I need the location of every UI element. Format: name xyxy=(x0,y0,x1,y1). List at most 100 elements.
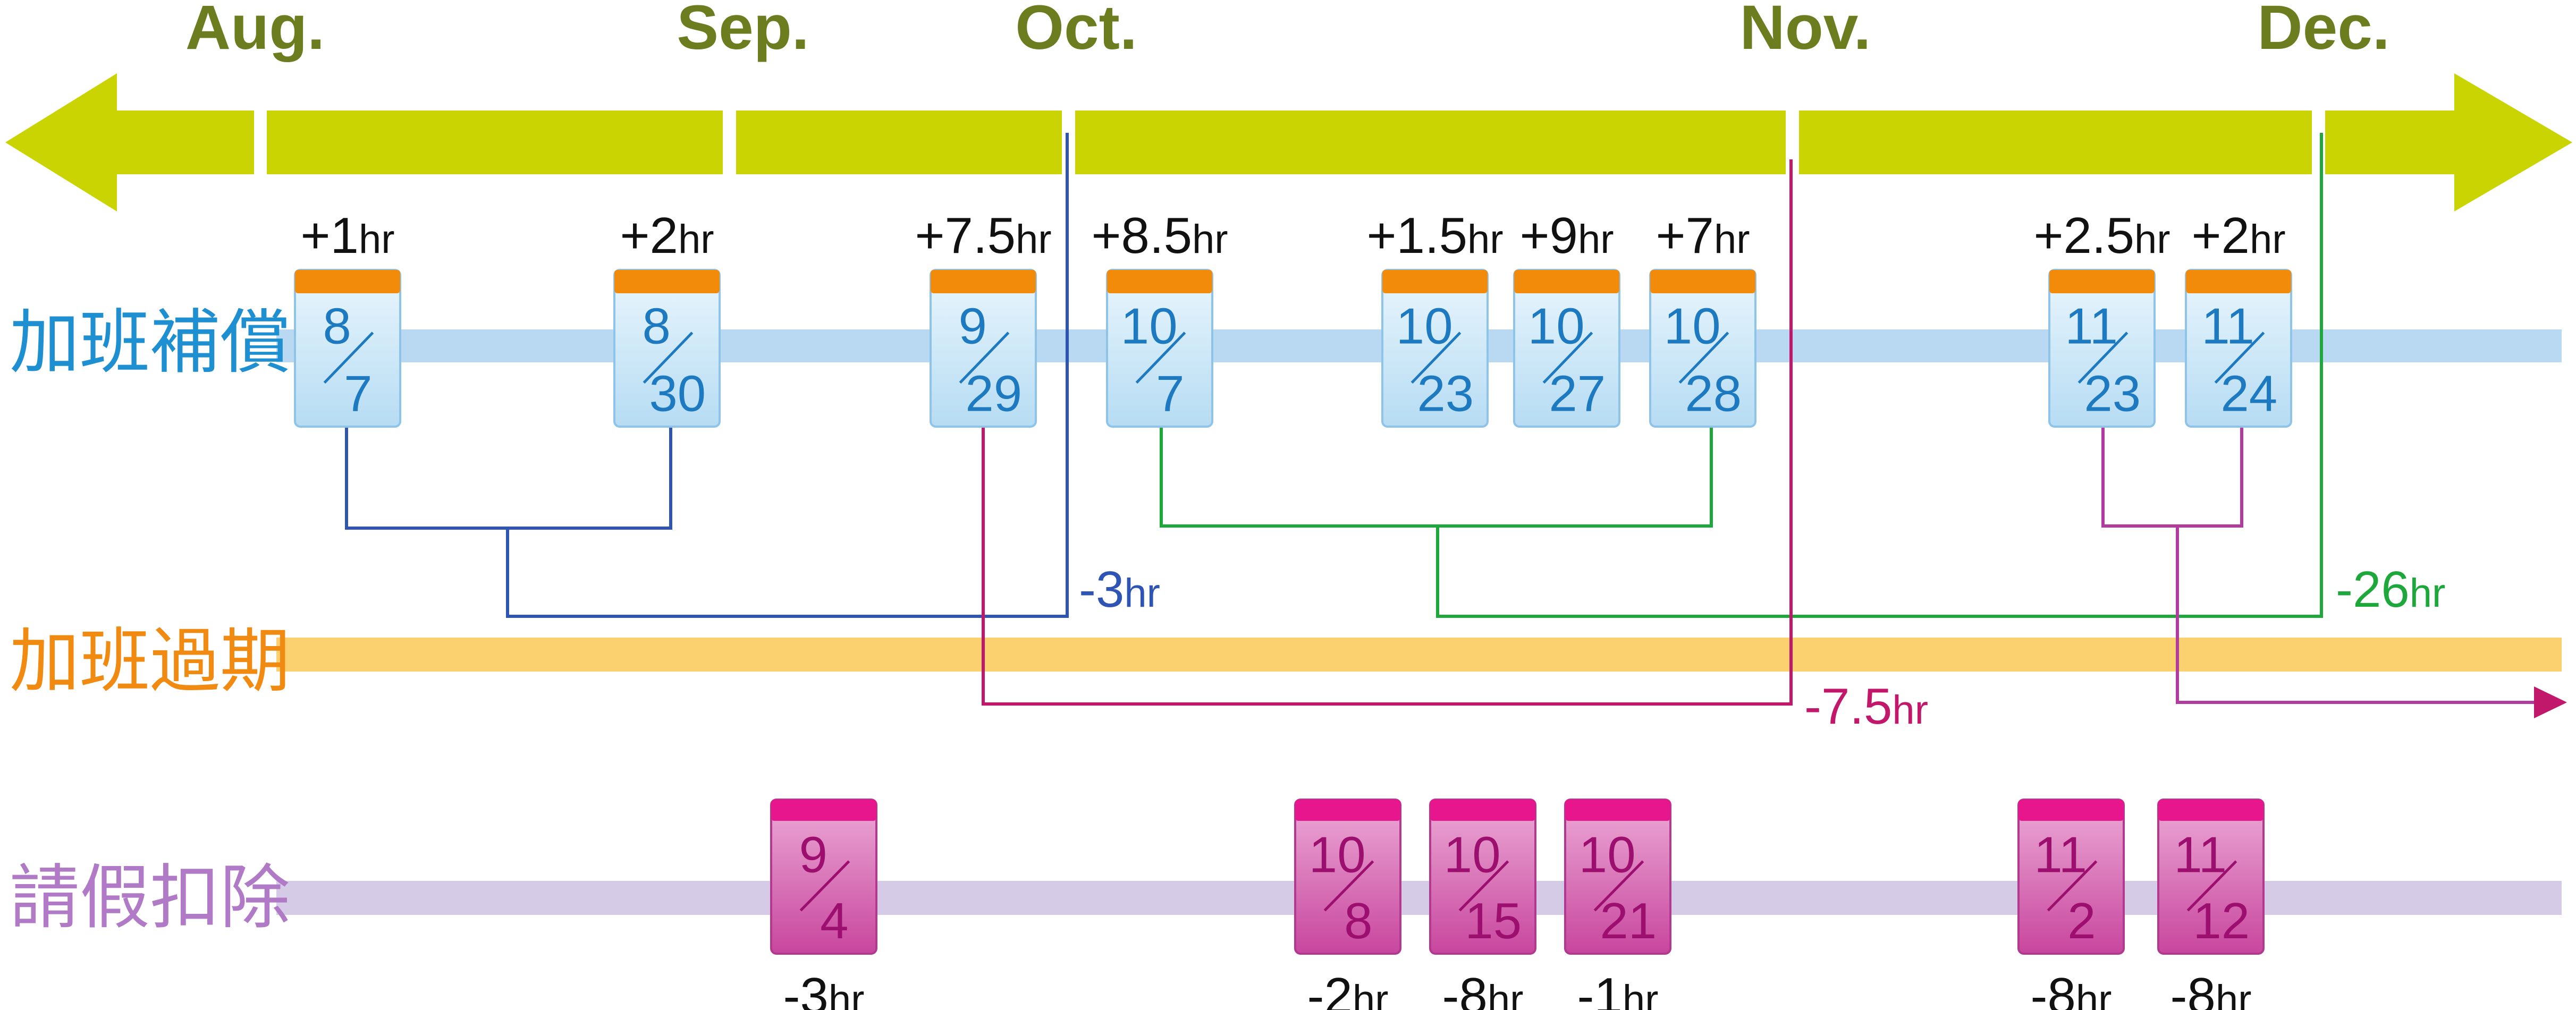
card-tab xyxy=(1514,270,1619,293)
month-label: Dec. xyxy=(2257,0,2389,63)
expire-unit: hr xyxy=(1892,688,1928,733)
extend-arrowhead xyxy=(2534,686,2567,718)
hours-unit: hr xyxy=(1016,217,1052,262)
card-tab xyxy=(2158,800,2263,821)
date-month: 10 xyxy=(1579,826,1636,883)
date-day: 7 xyxy=(344,366,372,422)
date-slash xyxy=(1593,860,1644,912)
date-month: 10 xyxy=(1664,298,1721,355)
hours-unit: hr xyxy=(1192,217,1228,262)
date-slash xyxy=(1678,332,1729,384)
date-day: 4 xyxy=(820,893,848,949)
hours-unit: hr xyxy=(359,217,395,262)
hours-unit: hr xyxy=(2250,217,2286,262)
date-month: 11 xyxy=(2034,826,2087,883)
card-tab xyxy=(1107,270,1212,293)
hours-unit: hr xyxy=(829,977,865,1010)
hours-label: -8hr xyxy=(2170,967,2252,1010)
row-label-leave: 請假扣除 xyxy=(10,857,290,939)
date-slash xyxy=(2047,860,2098,912)
hours-value: +9 xyxy=(1519,207,1577,264)
date-month: 10 xyxy=(1121,298,1178,355)
expire-connector-magenta xyxy=(982,159,1793,706)
card-tab xyxy=(614,270,720,293)
card-tab xyxy=(771,800,876,821)
leave-cards: 94-3hr108-2hr1015-8hr1021-1hr112-8hr1112… xyxy=(770,799,2265,1010)
date-month: 10 xyxy=(1444,826,1501,883)
date-day: 28 xyxy=(1685,366,1742,422)
card-tab xyxy=(1295,800,1400,821)
expire-connector-green xyxy=(1160,133,2323,618)
month-label: Oct. xyxy=(1015,0,1137,63)
date-slash xyxy=(1411,332,1462,384)
date-day: 29 xyxy=(965,366,1022,422)
overtime-card: 107+8.5hr xyxy=(1091,207,1228,428)
date-slash xyxy=(2186,860,2237,912)
date-month: 8 xyxy=(643,298,671,355)
card-tab xyxy=(2018,800,2124,821)
date-slash xyxy=(1542,332,1593,384)
date-slash xyxy=(2214,332,2265,384)
hours-unit: hr xyxy=(1467,217,1504,262)
date-month: 8 xyxy=(323,298,351,355)
date-month: 9 xyxy=(959,298,987,355)
hours-label: +2hr xyxy=(2191,207,2285,264)
date-day: 27 xyxy=(1549,366,1606,422)
date-month: 11 xyxy=(2065,298,2118,355)
hours-value: +1.5 xyxy=(1366,207,1467,264)
expire-unit: hr xyxy=(1124,571,1160,616)
hours-label: +2hr xyxy=(620,207,714,264)
expire-connector-blue xyxy=(345,133,1069,618)
hours-unit: hr xyxy=(1488,977,1524,1010)
hours-label: -1hr xyxy=(1577,967,1659,1010)
hours-value: +7.5 xyxy=(915,207,1016,264)
timeline-segment xyxy=(1075,111,1786,174)
hours-unit: hr xyxy=(2216,977,2252,1010)
hours-label: -8hr xyxy=(2031,967,2112,1010)
timeline-left-arrowhead xyxy=(5,73,254,211)
leave-card: 112-8hr xyxy=(2017,799,2125,1010)
month-label: Nov. xyxy=(1740,0,1871,63)
hours-label: -3hr xyxy=(783,967,865,1010)
expire-label-magenta: -7.5hr xyxy=(1804,678,1928,735)
hours-value: +8.5 xyxy=(1091,207,1192,264)
hours-value: -8 xyxy=(2170,967,2216,1010)
date-day: 24 xyxy=(2220,366,2277,422)
expire-value: -7.5 xyxy=(1804,678,1892,735)
expired-band xyxy=(276,638,2562,672)
hours-value: +2 xyxy=(2191,207,2249,264)
timeline-segment xyxy=(1799,111,2312,174)
card-tab xyxy=(2186,270,2291,293)
hours-value: -8 xyxy=(1442,967,1488,1010)
hours-unit: hr xyxy=(1714,217,1750,262)
hours-unit: hr xyxy=(678,217,714,262)
leave-card: 94-3hr xyxy=(770,799,877,1010)
hours-label: +7hr xyxy=(1656,207,1750,264)
hours-label: +1hr xyxy=(300,207,394,264)
month-label: Sep. xyxy=(677,0,809,63)
overtime-card: 9 29 +7.5hr xyxy=(915,207,1052,428)
date-slash xyxy=(799,860,850,912)
hours-label: -2hr xyxy=(1307,967,1389,1010)
date-month: 11 xyxy=(2174,826,2227,883)
hours-label: +9hr xyxy=(1519,207,1614,264)
hours-value: +2.5 xyxy=(2033,207,2134,264)
date-slash xyxy=(2077,332,2129,384)
hours-unit: hr xyxy=(2134,217,2170,262)
hours-value: -3 xyxy=(783,967,829,1010)
timeline-arrow xyxy=(5,73,2572,211)
date-month: 10 xyxy=(1528,298,1585,355)
date-slash xyxy=(643,332,694,384)
row-label-overtime: 加班補償 xyxy=(10,302,290,384)
overtime-card: 10 28 +7hr xyxy=(1649,207,1756,428)
hours-label: -8hr xyxy=(1442,967,1524,1010)
expire-label-green: -26hr xyxy=(2336,561,2445,618)
date-slash xyxy=(959,332,1010,384)
timeline-segment xyxy=(267,111,723,174)
expire-value: -26 xyxy=(2336,561,2410,618)
